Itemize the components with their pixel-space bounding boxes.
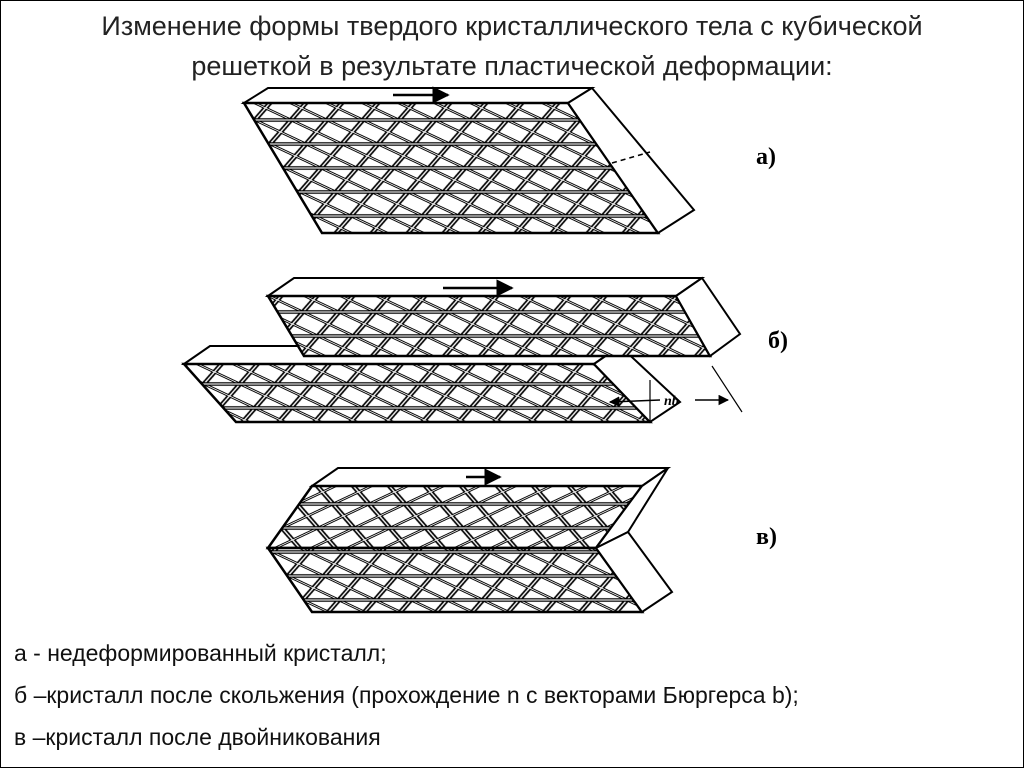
panel-label-v: в) <box>756 524 777 550</box>
crystal-v-lower-twin-face <box>265 546 645 614</box>
slide-title: Изменение формы твердого кристаллическог… <box>10 6 1014 86</box>
crystal-deformation-diagram: nb а) б) в) <box>180 86 788 614</box>
nb-annotation: nb <box>664 394 679 409</box>
crystal-b: nb <box>180 276 743 424</box>
title-line-2: решеткой в результате пластической дефор… <box>191 51 833 81</box>
crystal-v-side-face-lower <box>594 530 674 614</box>
caption-b: б –кристалл после скольжения (прохождени… <box>14 682 799 708</box>
crystal-a-side-face <box>566 86 696 235</box>
title-line-1: Изменение формы твердого кристаллическог… <box>101 11 923 41</box>
crystal-a <box>240 86 696 235</box>
dashed-line <box>611 151 651 164</box>
nb-arrow-left <box>608 396 661 407</box>
crystal-v <box>265 467 674 614</box>
crystal-b-lower-front-face <box>181 362 653 424</box>
crystal-b-upper-front-face <box>265 294 713 358</box>
caption-a: а - недеформированный кристалл; <box>14 640 387 666</box>
dimension-line-right <box>711 365 743 413</box>
crystal-v-upper-twin-face <box>265 484 645 550</box>
caption-v: в –кристалл после двойникования <box>14 724 381 750</box>
crystal-b-upper-side-face <box>674 276 742 358</box>
panel-label-a: а) <box>756 144 776 170</box>
panel-label-b: б) <box>768 328 788 354</box>
